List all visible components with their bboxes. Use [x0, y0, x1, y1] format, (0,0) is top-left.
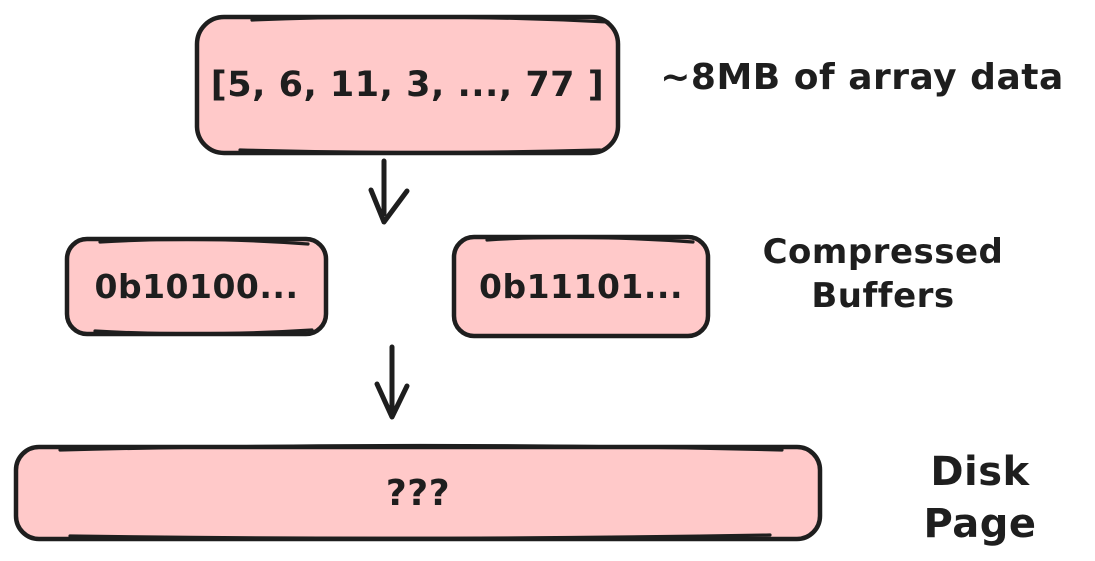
array-box-text: [5, 6, 11, 3, ..., 77 ] — [210, 65, 605, 105]
disk-page-label: Disk Page — [923, 449, 1037, 547]
disk-box-shape — [13, 443, 823, 542]
array-box-shape — [194, 14, 621, 156]
buffer-box-2-text: 0b11101... — [479, 267, 683, 306]
buffer-box-2-shape — [451, 234, 711, 339]
compressed-buffers-label: Compressed Buffers — [762, 231, 1004, 316]
down-arrow-2 — [374, 344, 410, 420]
buffer-box-1-text: 0b10100... — [94, 267, 299, 306]
buffer-box-1-shape — [64, 236, 329, 337]
array-size-label: ~8MB of array data — [660, 56, 1064, 98]
disk-box-text: ??? — [385, 472, 451, 514]
down-arrow-1 — [368, 158, 410, 225]
